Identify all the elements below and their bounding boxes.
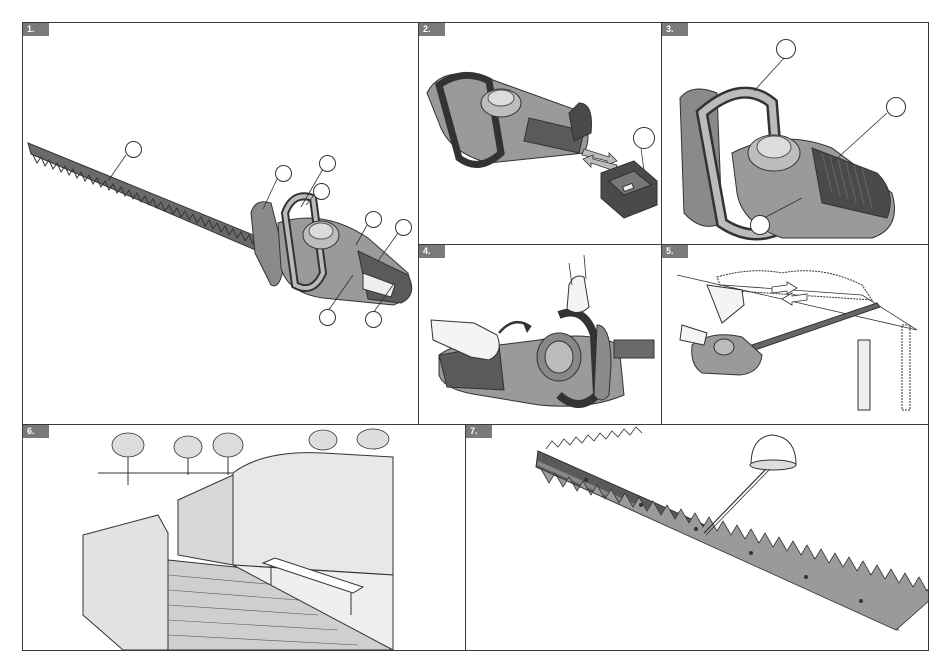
- callout-front-handle-3: [776, 39, 796, 59]
- figure-panel-7: 7.: [465, 424, 929, 651]
- callout-front-handle: [319, 155, 336, 172]
- callout-release-button: [365, 211, 382, 228]
- hedge-cutting-guide-illustration: [662, 245, 929, 425]
- figure-panel-1: 1.: [22, 22, 419, 425]
- callout-hand-guard: [275, 165, 292, 182]
- callout-trigger: [365, 311, 382, 328]
- battery-insertion-illustration: [419, 23, 662, 245]
- two-hand-operation-illustration: [419, 245, 662, 425]
- figure-panel-5: 5.: [661, 244, 929, 425]
- callout-blade: [125, 141, 142, 158]
- figure-panel-2: 2.: [418, 22, 662, 245]
- figure-panel-4: 4.: [418, 244, 662, 425]
- figure-panel-3: 3.: [661, 22, 929, 245]
- callout-switch-3: [750, 215, 770, 235]
- garden-hedge-scene-illustration: [23, 425, 466, 651]
- callout-battery: [633, 127, 655, 149]
- callout-battery-slot: [319, 309, 336, 326]
- callout-motor-cap: [313, 183, 330, 200]
- hedge-trimmer-overview-illustration: [23, 23, 419, 425]
- handle-closeup-illustration: [662, 23, 929, 245]
- callout-rear-handle: [395, 219, 412, 236]
- callout-rear-handle-3: [886, 97, 906, 117]
- blade-oiling-illustration: [466, 425, 929, 651]
- figure-panel-6: 6.: [22, 424, 466, 651]
